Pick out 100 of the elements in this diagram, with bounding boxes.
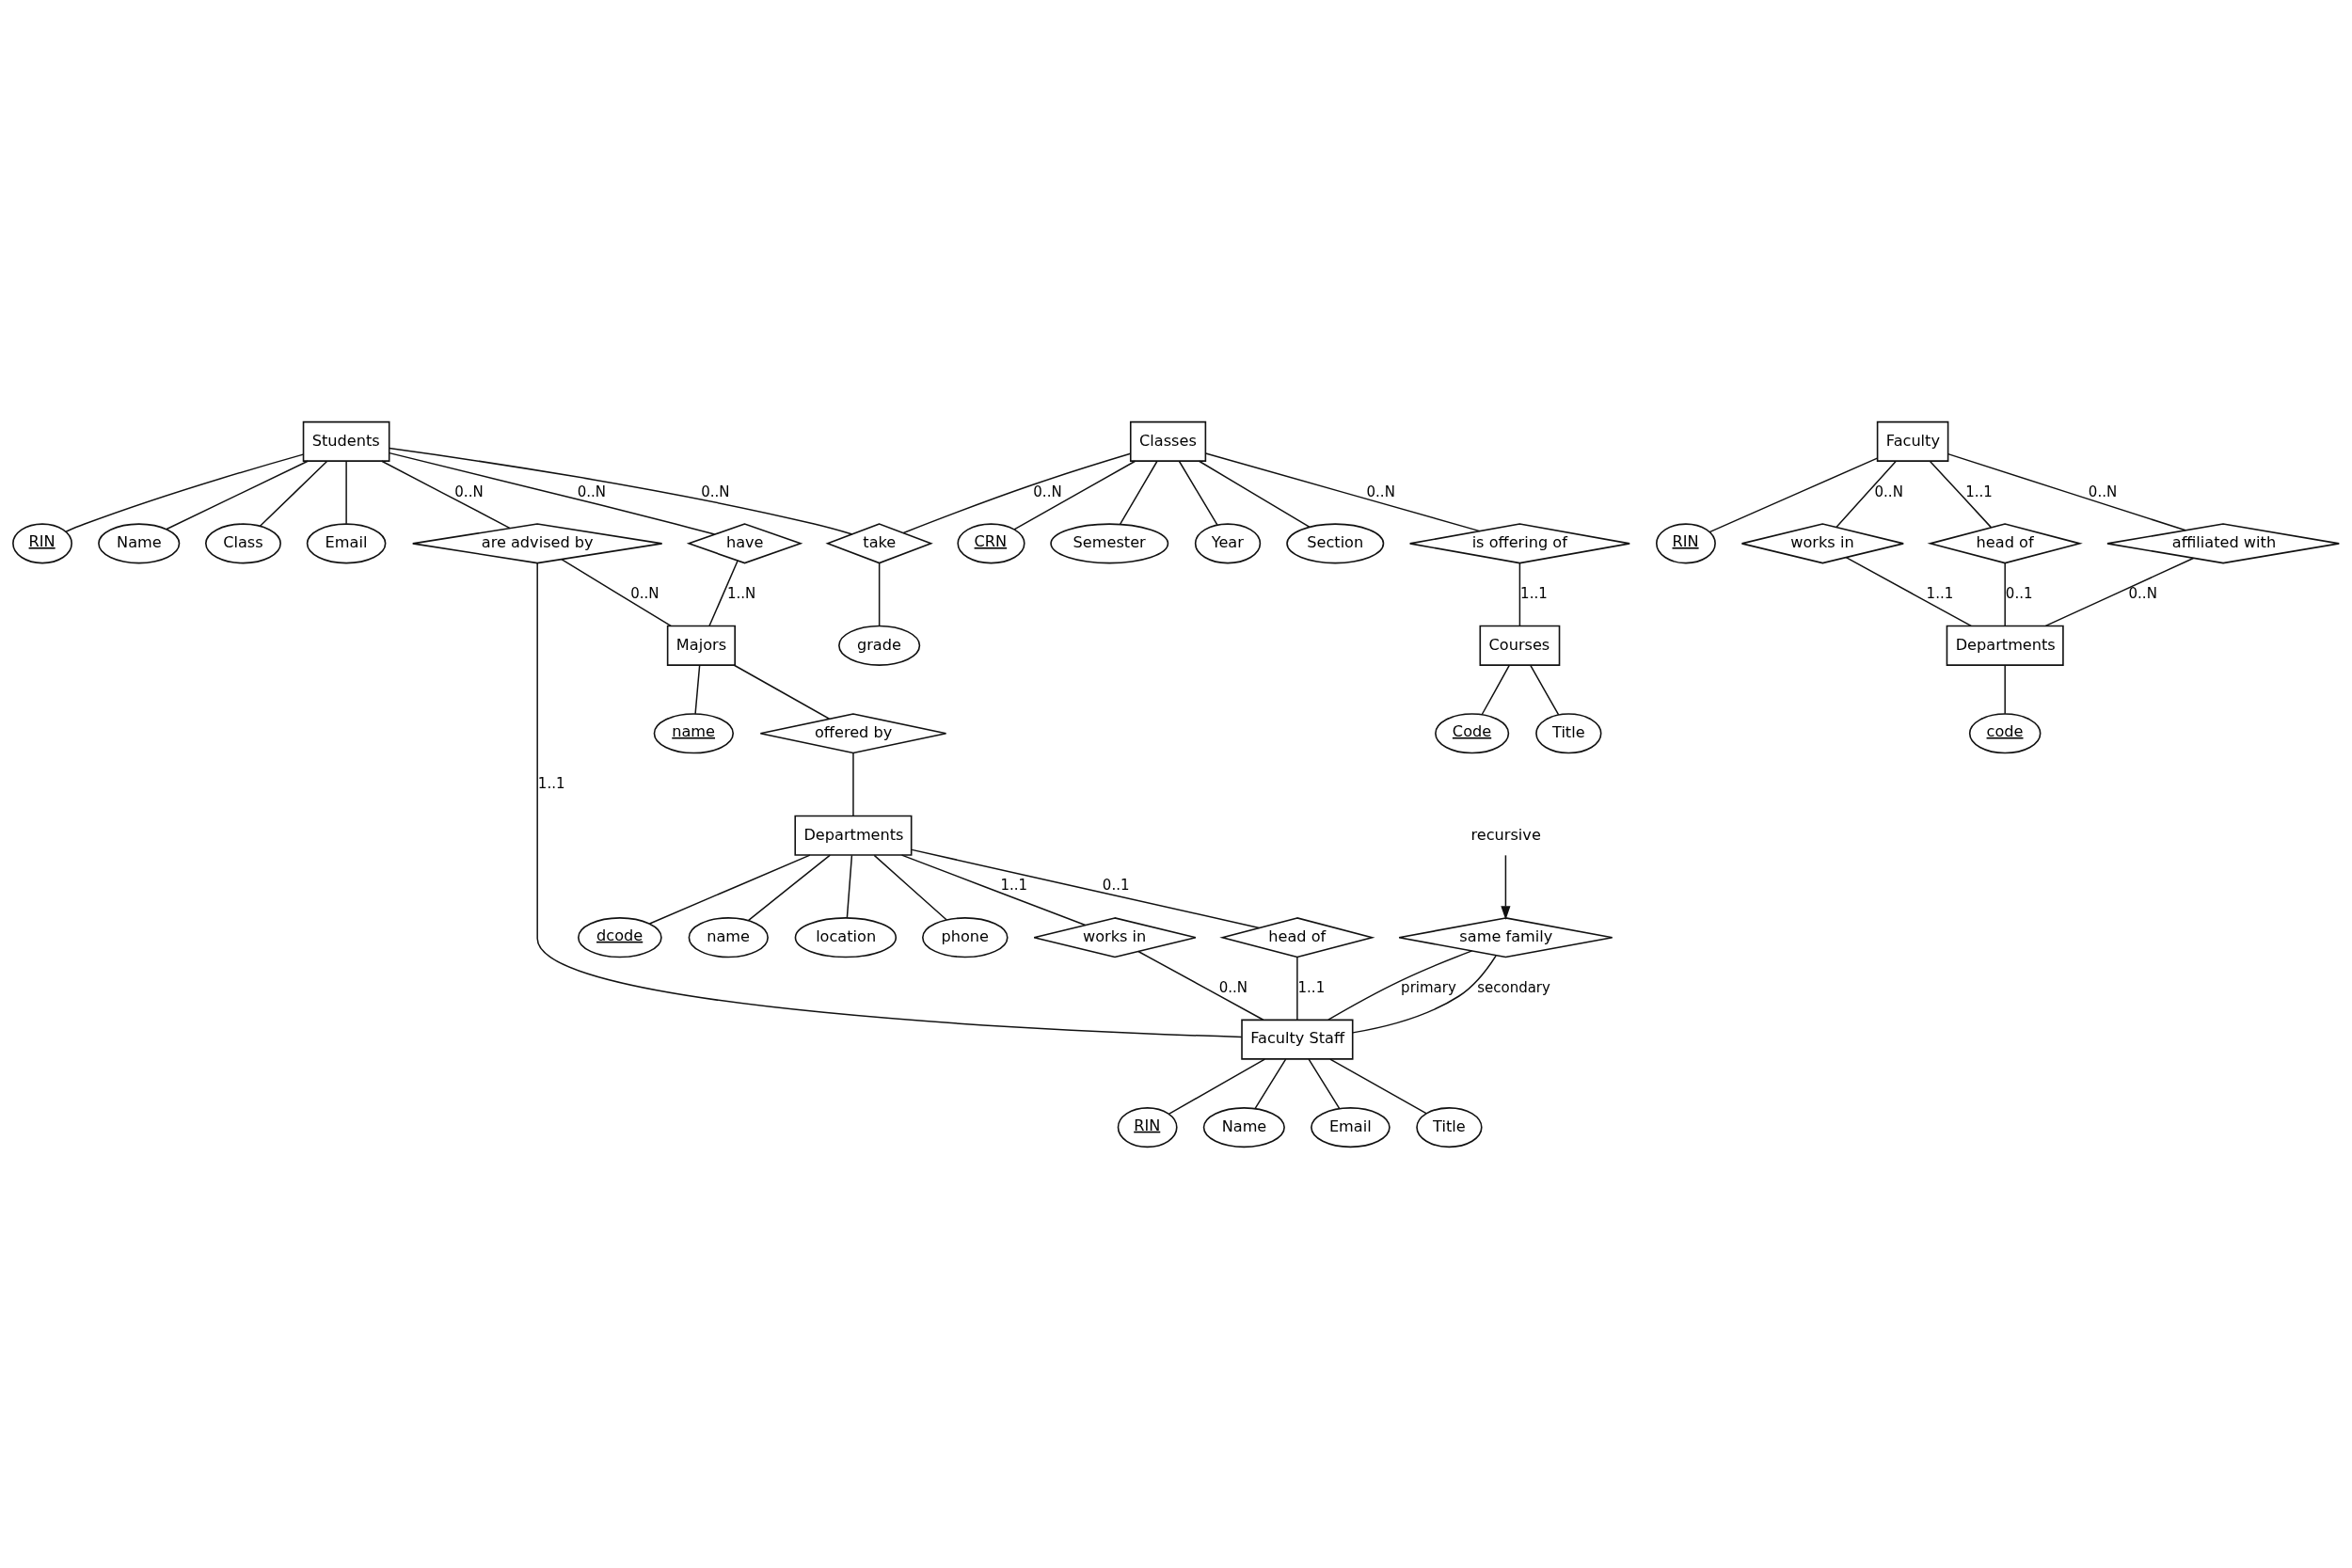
node-diamond: head of <box>1927 522 2083 563</box>
edge-label: 0..N <box>1218 978 1248 996</box>
connector <box>2004 664 2006 715</box>
edge-label: secondary <box>1477 978 1550 996</box>
connector <box>1308 1057 1341 1109</box>
connector <box>694 664 701 715</box>
node-ellipse: Email <box>306 522 387 563</box>
connector <box>1204 451 1481 531</box>
node-diamond: are advised by <box>411 522 663 563</box>
node-box: Faculty Staff <box>1241 1019 1354 1060</box>
edge-label: 1..1 <box>1297 978 1326 996</box>
edge-label: 1..1 <box>1520 584 1548 602</box>
connector <box>1254 1057 1287 1109</box>
node-ellipse: Title <box>1535 712 1602 753</box>
node-ellipse: Email <box>1311 1106 1391 1148</box>
connector <box>708 559 739 626</box>
connector <box>1481 664 1511 715</box>
node-ellipse: Class <box>205 522 281 563</box>
node-ellipse: grade <box>838 625 921 666</box>
edge-label: 0..N <box>701 483 730 500</box>
connector <box>1013 460 1136 531</box>
edge-label: 0..N <box>1874 483 1903 500</box>
node-ellipse: code <box>1968 712 2042 753</box>
connector <box>852 752 854 816</box>
connector <box>1168 1057 1266 1115</box>
node-ellipse: Section <box>1286 522 1385 563</box>
connector <box>878 562 881 626</box>
node-diamond: offered by <box>759 712 947 753</box>
node-ellipse: phone <box>922 916 1009 958</box>
node-ellipse: Semester <box>1050 522 1169 563</box>
connector <box>166 460 309 530</box>
connector <box>1845 556 1972 626</box>
node-box: Faculty <box>1876 420 1949 462</box>
node-box: Courses <box>1479 625 1561 666</box>
node-ellipse: RIN <box>12 522 72 563</box>
edge-label: 1..1 <box>1000 876 1028 894</box>
node-ellipse: Name <box>1202 1106 1285 1148</box>
node-ellipse: Code <box>1435 712 1510 753</box>
connector <box>2044 557 2195 626</box>
node-diamond: have <box>686 522 803 563</box>
connector <box>1137 950 1264 1021</box>
node-diamond: is offering of <box>1408 522 1630 563</box>
connector <box>1327 949 1473 1021</box>
edge-label: 1..1 <box>1926 584 1954 602</box>
edge-label: 0..1 <box>2005 584 2033 602</box>
node-ellipse: RIN <box>1656 522 1716 563</box>
edge-label: 0..N <box>454 483 484 500</box>
node-box: Departments <box>794 815 913 856</box>
node-box: Majors <box>666 625 736 666</box>
connector <box>389 451 716 535</box>
node-ellipse: name <box>688 916 769 958</box>
arrow <box>1501 854 1511 920</box>
connector <box>1929 460 1993 528</box>
connector <box>873 854 947 921</box>
connector <box>1529 664 1560 716</box>
connector <box>733 664 831 720</box>
edge-label: primary <box>1401 978 1456 996</box>
node-box: Departments <box>1946 625 2064 666</box>
edge-label: 1..1 <box>537 774 565 792</box>
connector <box>846 854 853 918</box>
connector <box>648 853 811 925</box>
edge-label: 0..N <box>577 483 607 500</box>
connector <box>1708 456 1879 532</box>
connector <box>536 562 1243 1037</box>
node-diamond: affiliated with <box>2106 522 2341 563</box>
edge-label: 0..N <box>630 584 660 602</box>
node-box: Classes <box>1129 420 1207 462</box>
connector <box>345 460 347 525</box>
edge-label: 1..N <box>726 584 756 602</box>
connector <box>1296 956 1298 1021</box>
connector <box>900 853 1087 926</box>
node-ellipse: RIN <box>1117 1106 1178 1148</box>
node-diamond: take <box>825 522 933 563</box>
node-diamond: head of <box>1219 916 1375 958</box>
edge-label: 0..N <box>1033 483 1062 500</box>
connector <box>259 460 328 527</box>
connector <box>747 853 832 921</box>
node-diamond: same family <box>1398 916 1613 958</box>
node-ellipse: Title <box>1416 1106 1483 1148</box>
edge-label: 1..1 <box>1965 483 1993 500</box>
connector <box>1518 562 1521 626</box>
edge-label: 0..N <box>2088 483 2118 500</box>
node-diamond: works in <box>1740 522 1904 563</box>
edge-label: 0..N <box>1366 483 1395 500</box>
node-ellipse: CRN <box>957 522 1025 563</box>
node-ellipse: name <box>653 712 734 753</box>
connector <box>911 848 1261 928</box>
node-ellipse: location <box>794 916 898 958</box>
connector <box>1352 954 1497 1034</box>
edge-label: 0..1 <box>1102 876 1130 894</box>
connector <box>1329 1057 1427 1114</box>
connector <box>1198 460 1311 528</box>
connector <box>1119 460 1158 525</box>
connector <box>389 447 853 535</box>
connector <box>1947 452 2186 531</box>
connector <box>902 452 1132 533</box>
connector <box>561 558 672 626</box>
node-diamond: works in <box>1033 916 1197 958</box>
node-box: Students <box>302 420 390 462</box>
connector <box>65 452 305 532</box>
